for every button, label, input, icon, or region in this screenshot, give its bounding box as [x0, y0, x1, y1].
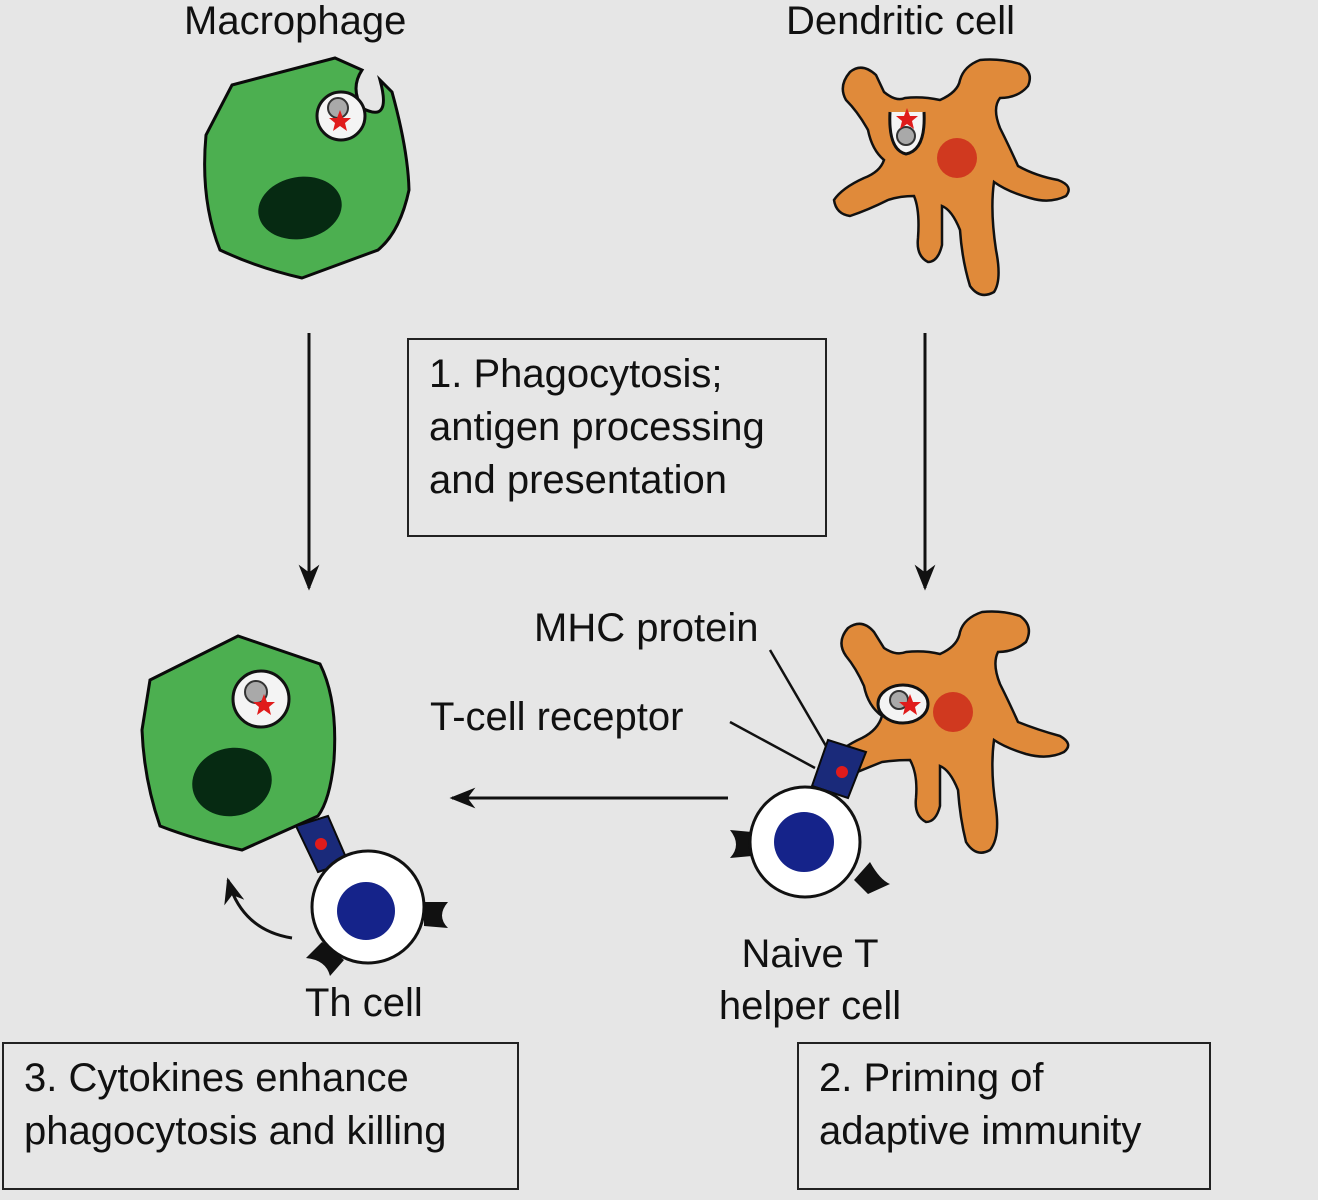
bacterium-icon [896, 126, 916, 146]
antigen-star-icon [899, 694, 921, 715]
naive-t-cell-nucleus [774, 812, 834, 872]
t-cell-receptor-label: T-cell receptor [430, 695, 684, 739]
cytokine-curved-arrow [224, 877, 293, 940]
naive-t-label-line2: helper cell [718, 984, 902, 1028]
antigen-star-icon [329, 110, 351, 131]
step3-line1: 3. Cytokines enhance [24, 1056, 409, 1100]
step3-line2: phagocytosis and killing [24, 1109, 447, 1153]
receptor-left-icon [730, 830, 752, 858]
macrophage-bottom-nucleus [192, 747, 272, 817]
step1-line2: antigen processing [429, 405, 765, 449]
antigen-star-icon [253, 694, 275, 715]
th-cell [294, 814, 448, 976]
dendritic-cell-bottom [830, 610, 1070, 854]
macrophage-label: Macrophage [184, 0, 407, 43]
dendritic-cell-top [832, 58, 1070, 297]
antigen-peptide-icon [836, 766, 848, 778]
th-cell-nucleus [337, 882, 395, 940]
naive-t-label-line1: Naive T [741, 932, 879, 976]
macrophage-top-nucleus [258, 176, 342, 240]
dendritic-cell-bottom-nucleus [933, 692, 973, 732]
receptor-right-icon [424, 902, 448, 928]
macrophage-bottom-body [140, 634, 337, 852]
naive-t-helper-cell [730, 738, 890, 899]
tcr-pointer-line [729, 720, 816, 770]
receptor-right-icon [854, 862, 890, 894]
macrophage-bottom [140, 634, 337, 852]
macrophage-top-body [203, 56, 411, 280]
step2-line1: 2. Priming of [819, 1056, 1044, 1100]
antigen-star-icon [896, 108, 918, 129]
dendritic-cell-label: Dendritic cell [786, 0, 1015, 43]
dendritic-cell-top-nucleus [937, 138, 977, 178]
step1-line3: and presentation [429, 458, 728, 502]
th-cell-label: Th cell [305, 981, 423, 1025]
mhc-pointer-line [768, 649, 828, 747]
step2-line2: adaptive immunity [819, 1109, 1142, 1153]
step1-box: 1. Phagocytosis; antigen processing and … [407, 338, 827, 537]
step3-box: 3. Cytokines enhance phagocytosis and ki… [2, 1042, 519, 1190]
antigen-peptide-icon [315, 838, 327, 850]
bacterium-icon [327, 97, 349, 119]
step1-line1: 1. Phagocytosis; [429, 352, 723, 396]
mhc-protein-label: MHC protein [534, 606, 759, 650]
dendritic-cell-bottom-body [830, 610, 1070, 854]
macrophage-top [203, 56, 411, 280]
naive-t-helper-cell-label: Naive T helper cell [700, 928, 920, 1032]
receptor-bottom-icon [306, 942, 344, 976]
step2-box: 2. Priming of adaptive immunity [797, 1042, 1211, 1190]
dendritic-cell-top-body [832, 58, 1070, 297]
